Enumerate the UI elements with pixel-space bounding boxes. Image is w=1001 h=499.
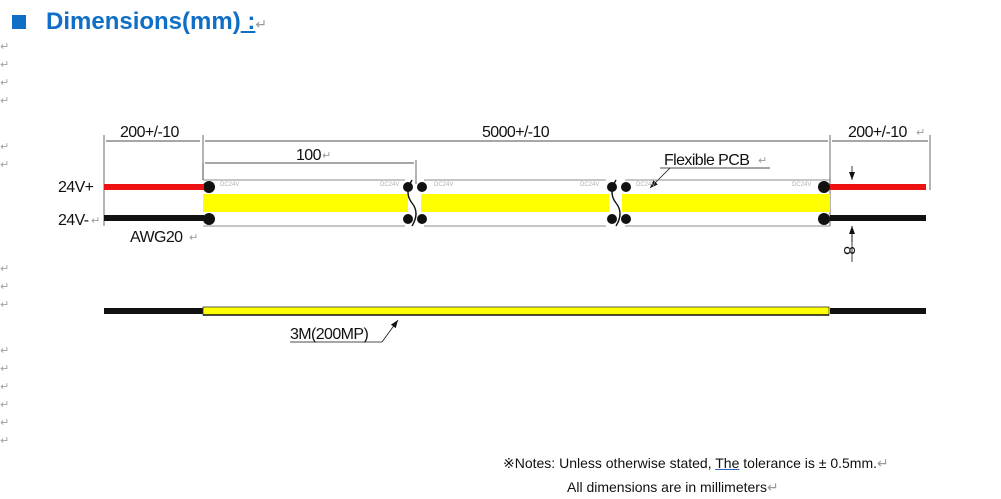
return-mark-icon: ↵ — [0, 362, 10, 375]
pcb-label: Flexible PCB — [664, 152, 749, 169]
return-mark-icon: ↵ — [916, 126, 925, 139]
pcb-print-mark: DC24V — [380, 182, 399, 188]
note-tolerance: ※Notes: Unless otherwise stated, The tol… — [503, 455, 889, 472]
title-colon: : — [240, 8, 256, 35]
note-units-text: All dimensions are in millimeters — [567, 479, 767, 495]
left-lead-dimension: 200+/-10 — [120, 124, 180, 141]
return-mark-icon: ↵ — [0, 298, 10, 311]
negative-label: 24V- — [58, 212, 89, 229]
note-suffix: tolerance is ± 0.5mm. — [739, 455, 877, 471]
side-wire-left — [104, 308, 204, 314]
section-header: Dimensions(mm) :↵ — [12, 8, 267, 36]
pcb-leader-arrow — [649, 167, 671, 189]
side-wire-right — [830, 308, 926, 314]
return-mark-icon: ↵ — [0, 280, 10, 293]
return-mark-icon: ↵ — [758, 154, 767, 167]
led-strip-top-view: DC24V DC24V DC24V DC24V DC24V DC24V — [203, 179, 830, 227]
pcb-print-mark: DC24V — [434, 182, 453, 188]
positive-label: 24V+ — [58, 179, 94, 196]
strip-segment — [622, 194, 830, 212]
negative-wire-right — [830, 215, 926, 221]
note-units: All dimensions are in millimeters↵ — [567, 479, 779, 496]
return-mark-icon: ↵ — [0, 434, 10, 447]
page-title: Dimensions(mm) :↵ — [46, 8, 267, 36]
right-lead-dimension: 200+/-10 — [848, 124, 908, 141]
total-length-dimension: 5000+/-10 — [482, 124, 550, 141]
square-bullet-icon — [12, 15, 26, 29]
title-label: Dimensions(mm) — [46, 8, 241, 35]
return-mark-icon: ↵ — [0, 58, 10, 71]
led-strip-side-view — [104, 306, 926, 316]
pcb-print-mark: DC24V — [580, 182, 599, 188]
strip-segment — [421, 194, 609, 212]
return-mark-icon: ↵ — [877, 455, 889, 471]
paragraph-marks: ↵ ↵ ↵ ↵ ↵ ↵ ↵ ↵ ↵ ↵ ↵ ↵ ↵ ↵ ↵ — [0, 0, 14, 499]
wire-gauge-label: AWG20 — [130, 229, 183, 246]
return-mark-icon: ↵ — [0, 140, 10, 153]
extension-lines — [103, 135, 931, 226]
note-prefix: ※Notes: Unless otherwise stated, — [503, 455, 716, 471]
pcb-print-mark: DC24V — [220, 182, 239, 188]
return-mark-icon: ↵ — [0, 40, 10, 53]
return-mark-icon: ↵ — [766, 479, 779, 495]
strip-segment — [203, 194, 408, 212]
pcb-print-mark: DC24V — [792, 182, 811, 188]
positive-wire-right — [830, 184, 926, 190]
return-mark-icon: ↵ — [0, 76, 10, 89]
return-mark-icon: ↵ — [255, 16, 268, 32]
negative-wire-left — [104, 215, 204, 221]
return-mark-icon: ↵ — [0, 158, 10, 171]
positive-wire-left — [104, 184, 204, 190]
return-mark-icon: ↵ — [322, 149, 331, 162]
return-mark-icon: ↵ — [0, 344, 10, 357]
side-leader-arrow — [381, 319, 399, 343]
return-mark-icon: ↵ — [91, 214, 100, 227]
dimension-drawing: 200+/-10 5000+/-10 200+/-10 ↵ 100 ↵ Flex… — [58, 124, 931, 343]
cut-unit-dimension: 100 — [296, 147, 322, 164]
pcb-print-mark: DC24V — [636, 182, 655, 188]
side-view-label: 3M(200MP) — [290, 326, 368, 343]
return-mark-icon: ↵ — [0, 94, 10, 107]
return-mark-icon: ↵ — [0, 380, 10, 393]
return-mark-icon: ↵ — [0, 398, 10, 411]
side-strip-body — [202, 306, 830, 316]
return-mark-icon: ↵ — [0, 416, 10, 429]
dimension-lines — [106, 140, 928, 164]
return-mark-icon: ↵ — [0, 262, 10, 275]
lead-wires — [104, 184, 926, 221]
width-label: 8 — [840, 246, 857, 255]
return-mark-icon: ↵ — [189, 231, 198, 244]
note-underlined-word: The — [715, 455, 740, 471]
